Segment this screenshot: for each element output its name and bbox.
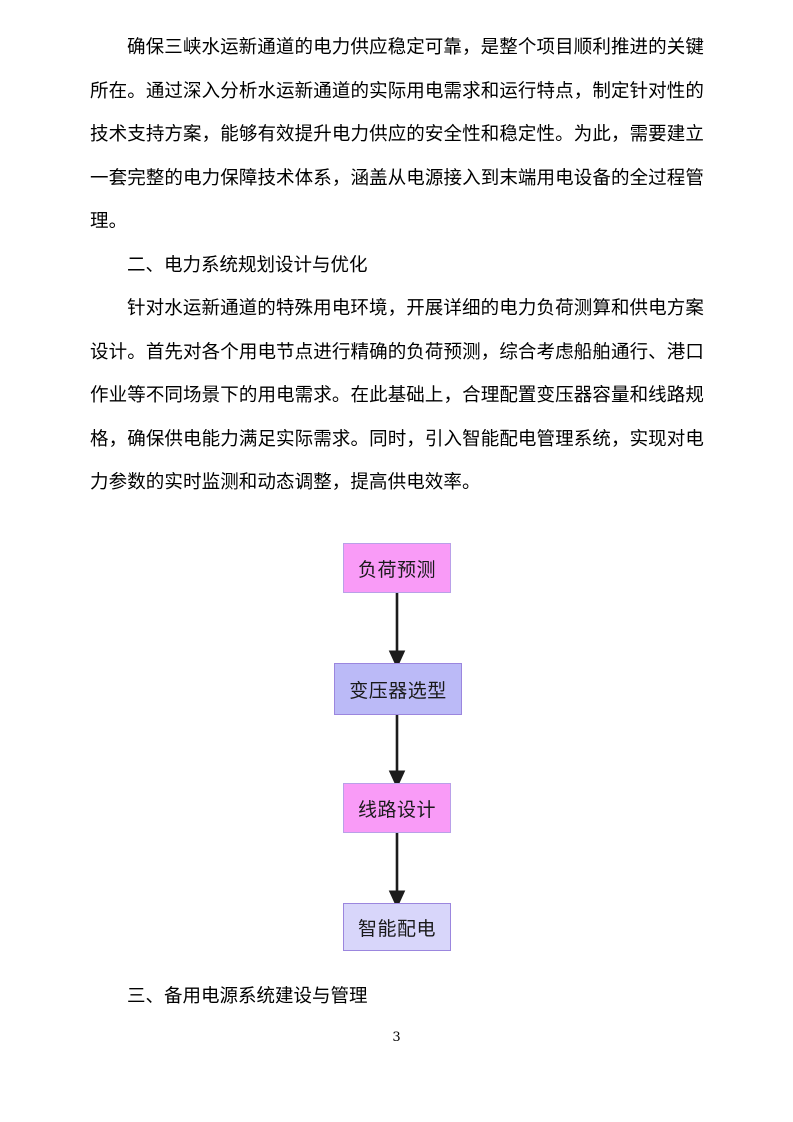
flow-node-label: 智能配电 — [357, 917, 436, 940]
flow-arrow-1 — [388, 593, 406, 909]
page-number: 3 — [392, 1030, 401, 1045]
flow-node-transformer-selection[interactable]: 变压器选型 — [334, 663, 462, 715]
paragraph-intro: 确保三峡水运新通道的电力供应稳定可靠，是整个项目顺利推进的关键所在。通过深入分析… — [90, 37, 704, 232]
power-system-flowchart: 负荷预测 变压器选型 线路设计 智能配电 — [300, 525, 500, 965]
section-heading-three: 三、备用电源系统建设与管理 — [127, 986, 368, 1007]
section-heading-two: 二、电力系统规划设计与优化 — [127, 254, 368, 276]
flow-node-line-design[interactable]: 线路设计 — [343, 783, 451, 833]
flow-node-label: 变压器选型 — [349, 679, 447, 702]
document-body-lower: 三、备用电源系统建设与管理 — [90, 975, 704, 1019]
document-body: 确保三峡水运新通道的电力供应稳定可靠，是整个项目顺利推进的关键所在。通过深入分析… — [90, 26, 704, 505]
flow-node-load-forecast[interactable]: 负荷预测 — [343, 543, 451, 593]
flow-node-label: 负荷预测 — [357, 558, 436, 581]
flow-node-smart-distribution[interactable]: 智能配电 — [343, 903, 451, 951]
flow-node-label: 线路设计 — [357, 798, 436, 821]
paragraph-planning: 针对水运新通道的特殊用电环境，开展详细的电力负荷测算和供电方案设计。首先对各个用… — [90, 298, 704, 493]
